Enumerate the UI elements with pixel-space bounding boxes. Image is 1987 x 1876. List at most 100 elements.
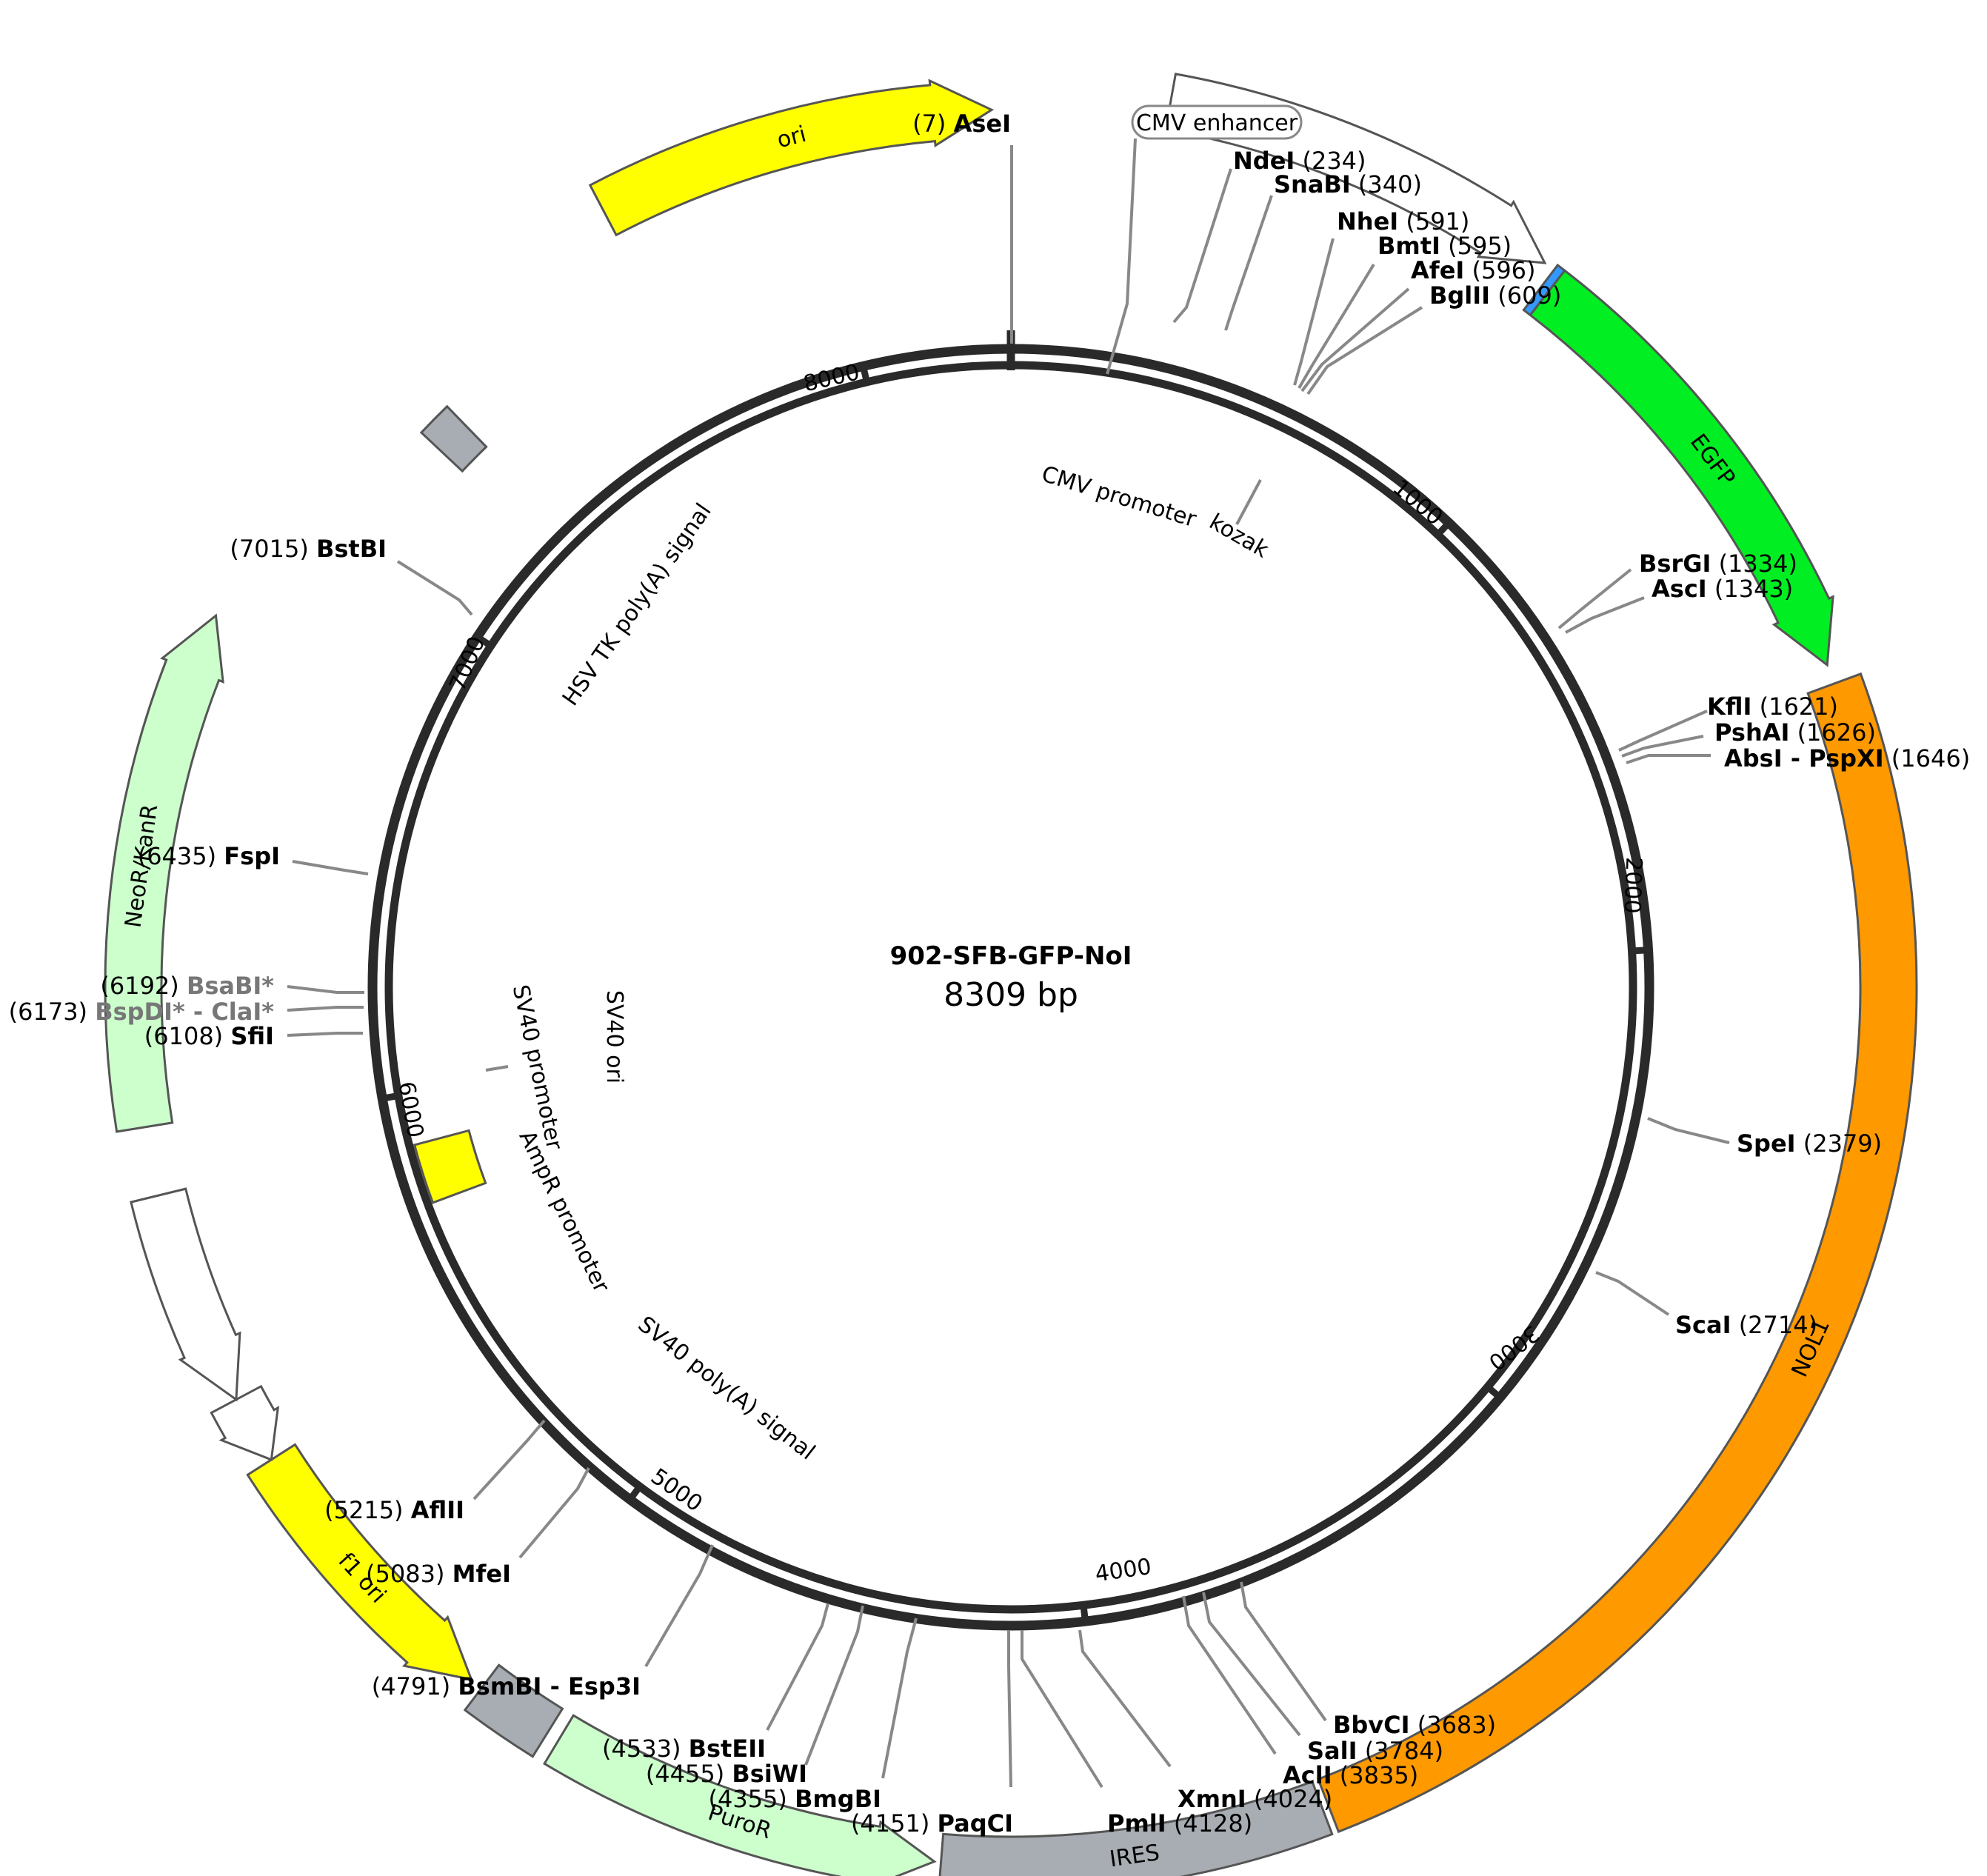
site-label-absi-pspxi: AbsI - PspXI (1646) [1724, 744, 1970, 772]
site-name: AbsI - PspXI [1724, 744, 1884, 772]
site-position: (7) [912, 110, 946, 138]
leader-spei [1647, 1117, 1730, 1144]
backbone-circle [367, 330, 1654, 1631]
cmv-enhancer-label: CMV enhancer [1136, 110, 1298, 136]
leader-sfii [287, 1032, 363, 1037]
site-label-asei: (7) AseI [912, 110, 1011, 138]
site-name: BstEII [689, 1735, 766, 1763]
feature-sv40-promoter [130, 1187, 241, 1402]
site-position: (3784) [1365, 1737, 1443, 1765]
site-label-bsrgi: BsrGI (1334) [1639, 550, 1797, 578]
site-name: XmnI [1178, 1785, 1246, 1813]
leader-afei [1300, 287, 1410, 393]
leader-ndei [1172, 168, 1232, 324]
feature-f1-ori [246, 1443, 473, 1681]
site-position: (4533) [602, 1735, 681, 1763]
leader-bsmbi [644, 1544, 714, 1668]
site-position: (1343) [1714, 575, 1793, 603]
leader-pshai [1621, 735, 1704, 758]
leader-bmti [1298, 263, 1375, 390]
leader-xmni [1078, 1629, 1172, 1768]
leader-sali [1202, 1592, 1301, 1737]
site-name: MfeI [452, 1560, 511, 1588]
tick-2000 [1628, 946, 1653, 955]
tick-1000 [1432, 517, 1455, 540]
tick-label-6000: 6000 [393, 1080, 428, 1140]
site-name: AfeI [1411, 256, 1464, 284]
plasmid-name: 902-SFB-GFP-NoI [890, 941, 1132, 971]
cmv-promoter-label: CMV promoter [1038, 461, 1200, 533]
cmv-enhancer-feature: CMV enhancer [1131, 104, 1303, 140]
site-position: (3683) [1417, 1711, 1496, 1739]
leader-bglii [1306, 306, 1423, 395]
feature-neor-kanr [104, 613, 224, 1133]
leader-bspdi [287, 1006, 364, 1012]
site-leader-lines [287, 138, 1730, 1789]
site-position: (1626) [1797, 718, 1876, 747]
site-name: SpeI [1737, 1129, 1796, 1158]
leader-bmgbi [881, 1618, 918, 1779]
site-name: NdeI [1233, 147, 1295, 175]
site-label-bsabi: (6192) BsaBI* [100, 972, 274, 1000]
site-name: BmgBI [795, 1785, 881, 1813]
site-label-pshai: PshAI (1626) [1714, 718, 1876, 747]
site-label-bstbi: (7015) BstBI [230, 535, 387, 563]
leader-snabi [1224, 195, 1273, 331]
site-position: (4355) [708, 1785, 787, 1813]
site-label-bspdi-clai: (6173) BspDI* - ClaI* [9, 998, 275, 1026]
site-position: (596) [1472, 256, 1535, 284]
site-label-fspi: (6435) FspI [138, 842, 280, 870]
site-position: (6108) [144, 1022, 223, 1050]
plasmid-size: 8309 bp [944, 976, 1078, 1014]
site-label-bmgbi: (4355) BmgBI [708, 1785, 881, 1813]
leader-nhei [1293, 238, 1335, 386]
leader-bsrgi [1557, 568, 1632, 630]
sv40-ori-label: SV40 ori [601, 990, 627, 1084]
leader-scai [1595, 1271, 1670, 1316]
site-position: (591) [1406, 207, 1469, 236]
site-name: BsrGI [1639, 550, 1711, 578]
site-label-asci: AscI (1343) [1652, 575, 1793, 603]
site-label-ndei: NdeI (234) [1233, 147, 1366, 175]
site-label-spei: SpeI (2379) [1737, 1129, 1882, 1158]
site-label-snabi: SnaBI (340) [1274, 170, 1422, 198]
leader-fspi [292, 860, 369, 875]
tick-7000 [471, 631, 496, 651]
site-label-bglii: BglII (609) [1429, 281, 1561, 310]
site-position: (4128) [1174, 1809, 1252, 1837]
feature-nol1 [1316, 672, 1918, 1834]
site-name: KflI [1707, 692, 1751, 721]
site-name: ScaI [1675, 1311, 1731, 1339]
tick-label-2000: 2000 [1619, 857, 1647, 915]
tick-8000 [858, 361, 872, 387]
site-label-sali: SalI (3784) [1307, 1737, 1443, 1765]
feature-hsv-tk-poly-a-signal [419, 404, 488, 473]
leader-aflii [472, 1419, 546, 1501]
site-label-sfii: (6108) SfiI [144, 1022, 274, 1050]
site-position: (4791) [372, 1672, 450, 1700]
site-name: AflII [411, 1496, 464, 1524]
site-label-kfli: KflI (1621) [1707, 692, 1838, 721]
site-position: (6435) [138, 842, 216, 870]
site-name: BglII [1429, 281, 1490, 310]
site-name: BstBI [316, 535, 387, 563]
site-label-acli: AclI (3835) [1283, 1761, 1418, 1789]
site-label-scai: ScaI (2714) [1675, 1311, 1817, 1339]
site-label-bsteii: (4533) BstEII [602, 1735, 766, 1763]
site-position: (5215) [324, 1496, 403, 1524]
leader-bbvci [1240, 1581, 1327, 1722]
tick-6000 [377, 1092, 403, 1103]
leader-bstbi [396, 560, 473, 616]
site-position: (1621) [1760, 692, 1838, 721]
site-position: (1334) [1719, 550, 1797, 578]
leader-absi [1626, 754, 1711, 764]
site-position: (4024) [1254, 1785, 1332, 1813]
feature-ires [938, 1780, 1334, 1876]
site-name: AscI [1652, 575, 1707, 603]
leader-mfei [518, 1467, 590, 1559]
site-position: (2714) [1739, 1311, 1817, 1339]
sv40-polya-label: SV40 poly(A) signal [633, 1312, 820, 1466]
tick-3000 [1482, 1382, 1506, 1403]
site-label-xmni: XmnI (4024) [1178, 1785, 1332, 1813]
